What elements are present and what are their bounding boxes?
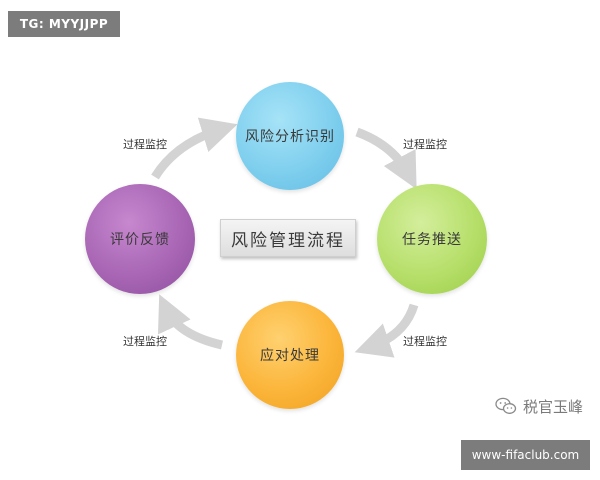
channel-tag: TG: MYYJJPP [8,11,120,37]
footer-url-badge: www-fifaclub.com [461,440,590,470]
wechat-icon [495,397,517,415]
node-evaluation-feedback: 评价反馈 [85,184,195,294]
arrow-handling-to-evaluation [157,294,224,350]
edge-label-top-right: 过程监控 [403,138,447,151]
watermark-text: 税官玉峰 [523,397,584,416]
node-task-push: 任务推送 [377,184,487,294]
node-risk-identification: 风险分析识别 [236,82,344,190]
account-watermark: 税官玉峰 [495,394,583,418]
arrow-push-to-handling [354,303,419,358]
center-title: 风险管理流程 [220,219,356,257]
node-response-handling: 应对处理 [236,301,344,409]
edge-label-bottom-left: 过程监控 [123,335,167,348]
arrow-evaluation-to-identification [151,117,238,180]
arrow-identification-to-push [355,127,417,190]
edge-label-bottom-right: 过程监控 [403,335,447,348]
edge-label-top-left: 过程监控 [123,138,167,151]
